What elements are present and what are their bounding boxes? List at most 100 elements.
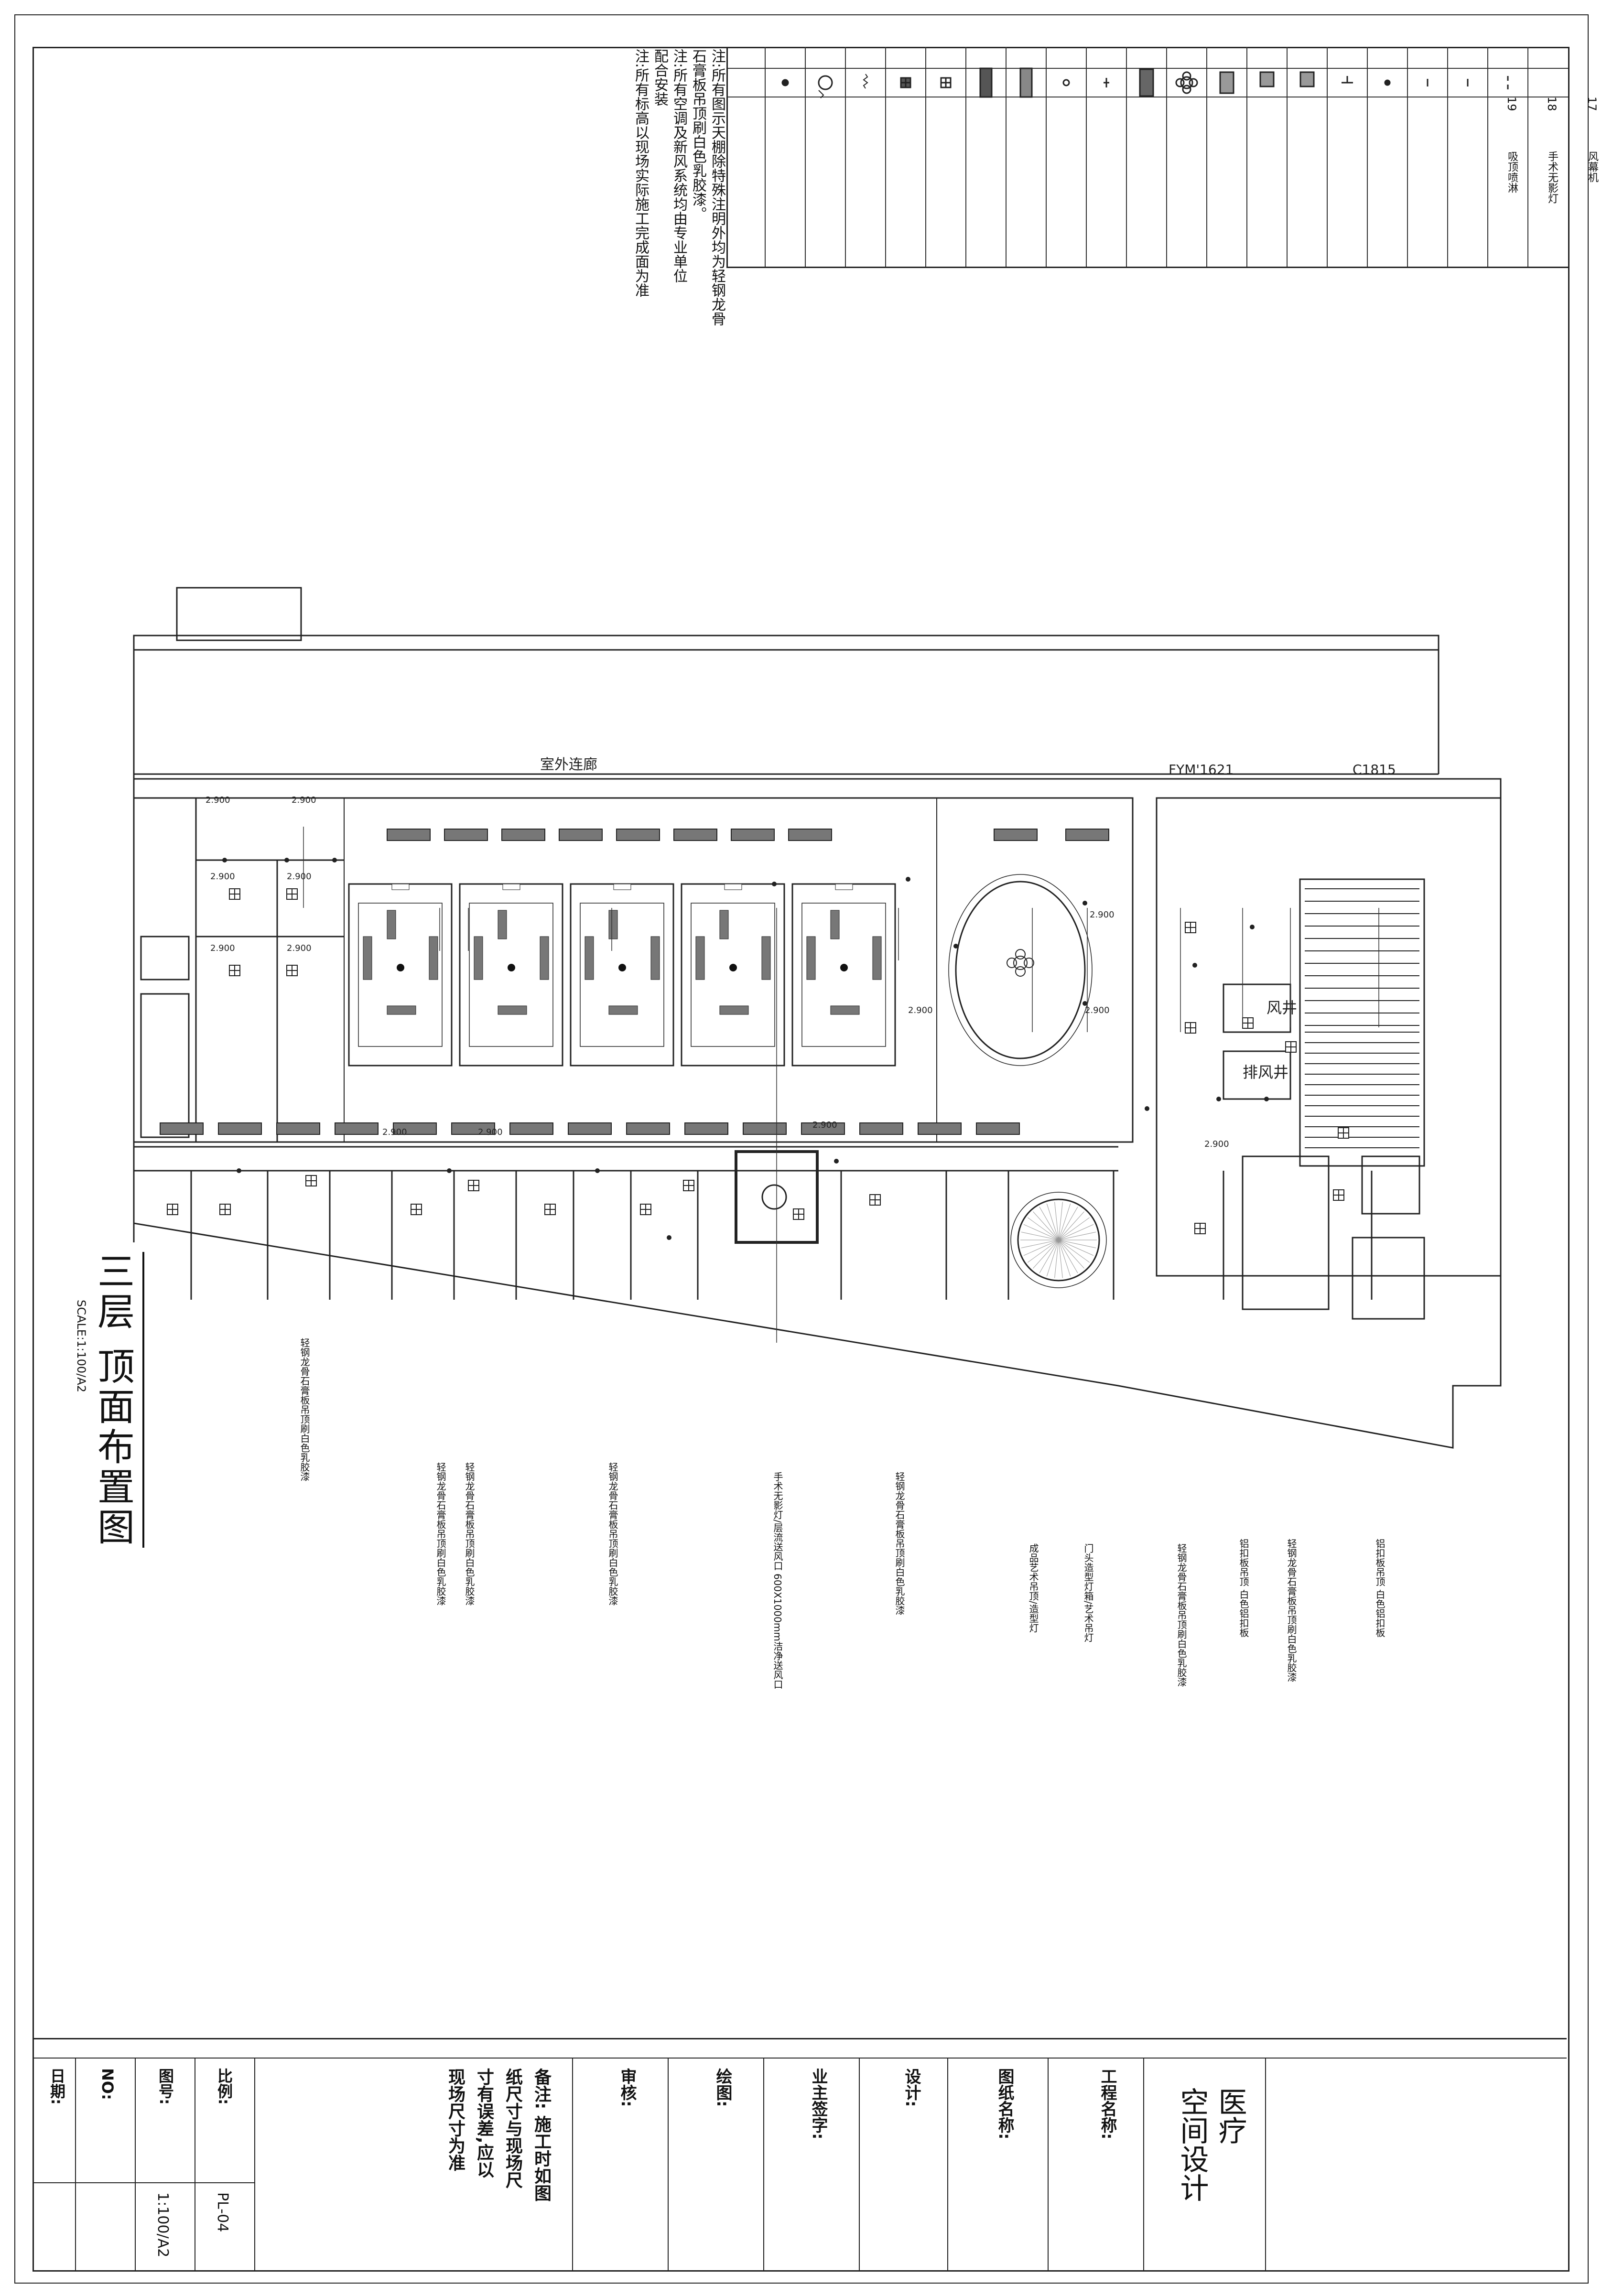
sprinkler-icon (729, 964, 737, 971)
legend-symbol-icon (940, 77, 952, 88)
legend-table: 编号图例说明01LED灯带0260mm筒灯0380mm筒灯04120mm筒灯05… (726, 47, 1599, 268)
elevation-marker: 2.900 (206, 795, 230, 805)
exhaust-fan-icon (640, 1204, 651, 1215)
legend-symbol-icon (1175, 71, 1198, 94)
note-line-2: 石膏板吊顶刷白色乳胶漆。 (690, 49, 706, 221)
panel-light-icon (509, 1122, 553, 1135)
downlight-icon (1192, 963, 1197, 968)
panel-light-icon (830, 910, 840, 939)
return-vent-icon (835, 884, 853, 890)
elevation-marker: 2.900 (1090, 910, 1115, 920)
legend-notes: 注:所有图示天棚除特殊注明外均为轻钢龙骨 石膏板吊顶刷白色乳胶漆。 注:所有空调… (632, 47, 726, 334)
exhaust-shaft-label: 排风井 (1243, 1063, 1288, 1081)
legend-symbol-icon (979, 67, 993, 98)
panel-light-icon (719, 910, 729, 939)
exhaust-fan-icon (1194, 1223, 1206, 1234)
panel-light-icon (1065, 829, 1109, 841)
panel-light-icon (559, 829, 603, 841)
sheet-inner-border (32, 47, 1570, 2272)
legend-symbol-icon (781, 79, 789, 86)
downlight-icon (667, 1235, 671, 1240)
drawing-name-label: 图纸名称: (995, 2068, 1014, 2140)
corridor-label: 室外连廊 (540, 756, 597, 773)
panel-light-icon (859, 1122, 903, 1135)
downlight-icon (1216, 1097, 1221, 1101)
panel-light-icon (673, 829, 717, 841)
exhaust-fan-icon (1338, 1127, 1349, 1139)
sprinkler-icon (840, 964, 848, 971)
downlight-icon (1082, 901, 1087, 905)
title-block: 医疗 空间设计 工程名称: 图纸名称: 设计: 业主签字: 绘图: 审核: 备注… (32, 2038, 1567, 2270)
company-line-1: 医疗 (1213, 2087, 1247, 2145)
ceiling-material-callout: 轻钢龙骨石膏板吊顶刷白色乳胶漆 (1286, 1539, 1297, 1682)
downlight-icon (1082, 1001, 1087, 1006)
company-line-2: 空间设计 (1175, 2087, 1209, 2202)
door-label-fym-top: FYM'1621 (1169, 762, 1234, 777)
panel-light-icon (363, 936, 372, 980)
downlight-icon (222, 858, 227, 862)
note-line-4: 配合安装 (651, 49, 668, 106)
sheet-outer-border (14, 14, 1589, 2284)
downlight-icon (237, 1168, 241, 1173)
exhaust-fan-icon (683, 1180, 694, 1191)
legend-symbol-icon (863, 74, 868, 89)
legend-item-desc: 手术无影灯 (1546, 151, 1558, 204)
title-block-grid (32, 2058, 1266, 2270)
panel-light-icon (806, 936, 816, 980)
elevation-marker: 2.900 (292, 795, 316, 805)
exhaust-fan-icon (1242, 1017, 1254, 1029)
legend-item-desc: 吸顶喷淋 (1506, 151, 1518, 193)
panel-light-icon (918, 1122, 962, 1135)
panel-light-icon (387, 910, 396, 939)
legend-symbol-icon (1104, 78, 1109, 87)
exhaust-fan-icon (305, 1175, 317, 1186)
exhaust-fan-icon (286, 888, 298, 900)
sprinkler-icon (397, 964, 404, 971)
panel-light-icon (474, 936, 483, 980)
panel-light-icon (393, 1122, 437, 1135)
legend-grid (728, 47, 1568, 267)
downlight-icon (1264, 1097, 1269, 1101)
exhaust-fan-icon (1185, 922, 1196, 933)
elevation-marker: 2.900 (478, 1127, 503, 1137)
ceiling-material-callout: 轻钢龙骨石膏板吊顶刷白色乳胶漆 (894, 1472, 905, 1615)
panel-light-icon (761, 936, 771, 980)
downlight-icon (906, 877, 910, 882)
panel-light-icon (429, 936, 438, 980)
exhaust-fan-icon (229, 965, 240, 976)
ceiling-material-callout: 轻钢龙骨石膏板吊顶刷白色乳胶漆 (435, 1462, 446, 1606)
legend-item-no: 19 (1505, 97, 1518, 111)
elevation-marker: 2.900 (210, 943, 235, 953)
panel-light-icon (994, 829, 1038, 841)
exhaust-fan-icon (286, 965, 298, 976)
downlight-icon (772, 882, 777, 886)
window-label-c1815: C1815 (1353, 762, 1396, 777)
panel-light-icon (568, 1122, 612, 1135)
panel-light-icon (976, 1122, 1020, 1135)
panel-light-icon (585, 936, 594, 980)
panel-light-icon (719, 1005, 749, 1015)
legend-symbol-icon (818, 75, 833, 98)
ceiling-material-callout: 轻钢龙骨石膏板吊顶刷白色乳胶漆 (464, 1462, 475, 1606)
exhaust-fan-icon (167, 1204, 178, 1215)
remark-line-3: 寸有误差,应以 (474, 2068, 494, 2178)
exhaust-fan-icon (468, 1180, 479, 1191)
title-block-divider (32, 2058, 1567, 2059)
date-label: 日期: (48, 2068, 66, 2105)
review-label: 审核: (617, 2068, 637, 2107)
elevation-marker: 2.900 (908, 1005, 933, 1015)
downlight-icon (1145, 1106, 1149, 1111)
panel-light-icon (387, 829, 431, 841)
exhaust-fan-icon (229, 888, 240, 900)
panel-light-icon (830, 1005, 860, 1015)
downlight-icon (447, 1168, 452, 1173)
panel-light-icon (872, 936, 882, 980)
exhaust-fan-icon (793, 1208, 804, 1220)
panel-light-icon (788, 829, 832, 841)
legend-symbol-icon (1219, 71, 1234, 94)
panel-light-icon (626, 1122, 670, 1135)
panel-light-icon (451, 1122, 495, 1135)
note-line-1: 注:所有图示天棚除特殊注明外均为轻钢龙骨 (709, 49, 725, 326)
elevation-marker: 2.900 (382, 1127, 407, 1137)
legend-item-no: 18 (1545, 97, 1559, 111)
